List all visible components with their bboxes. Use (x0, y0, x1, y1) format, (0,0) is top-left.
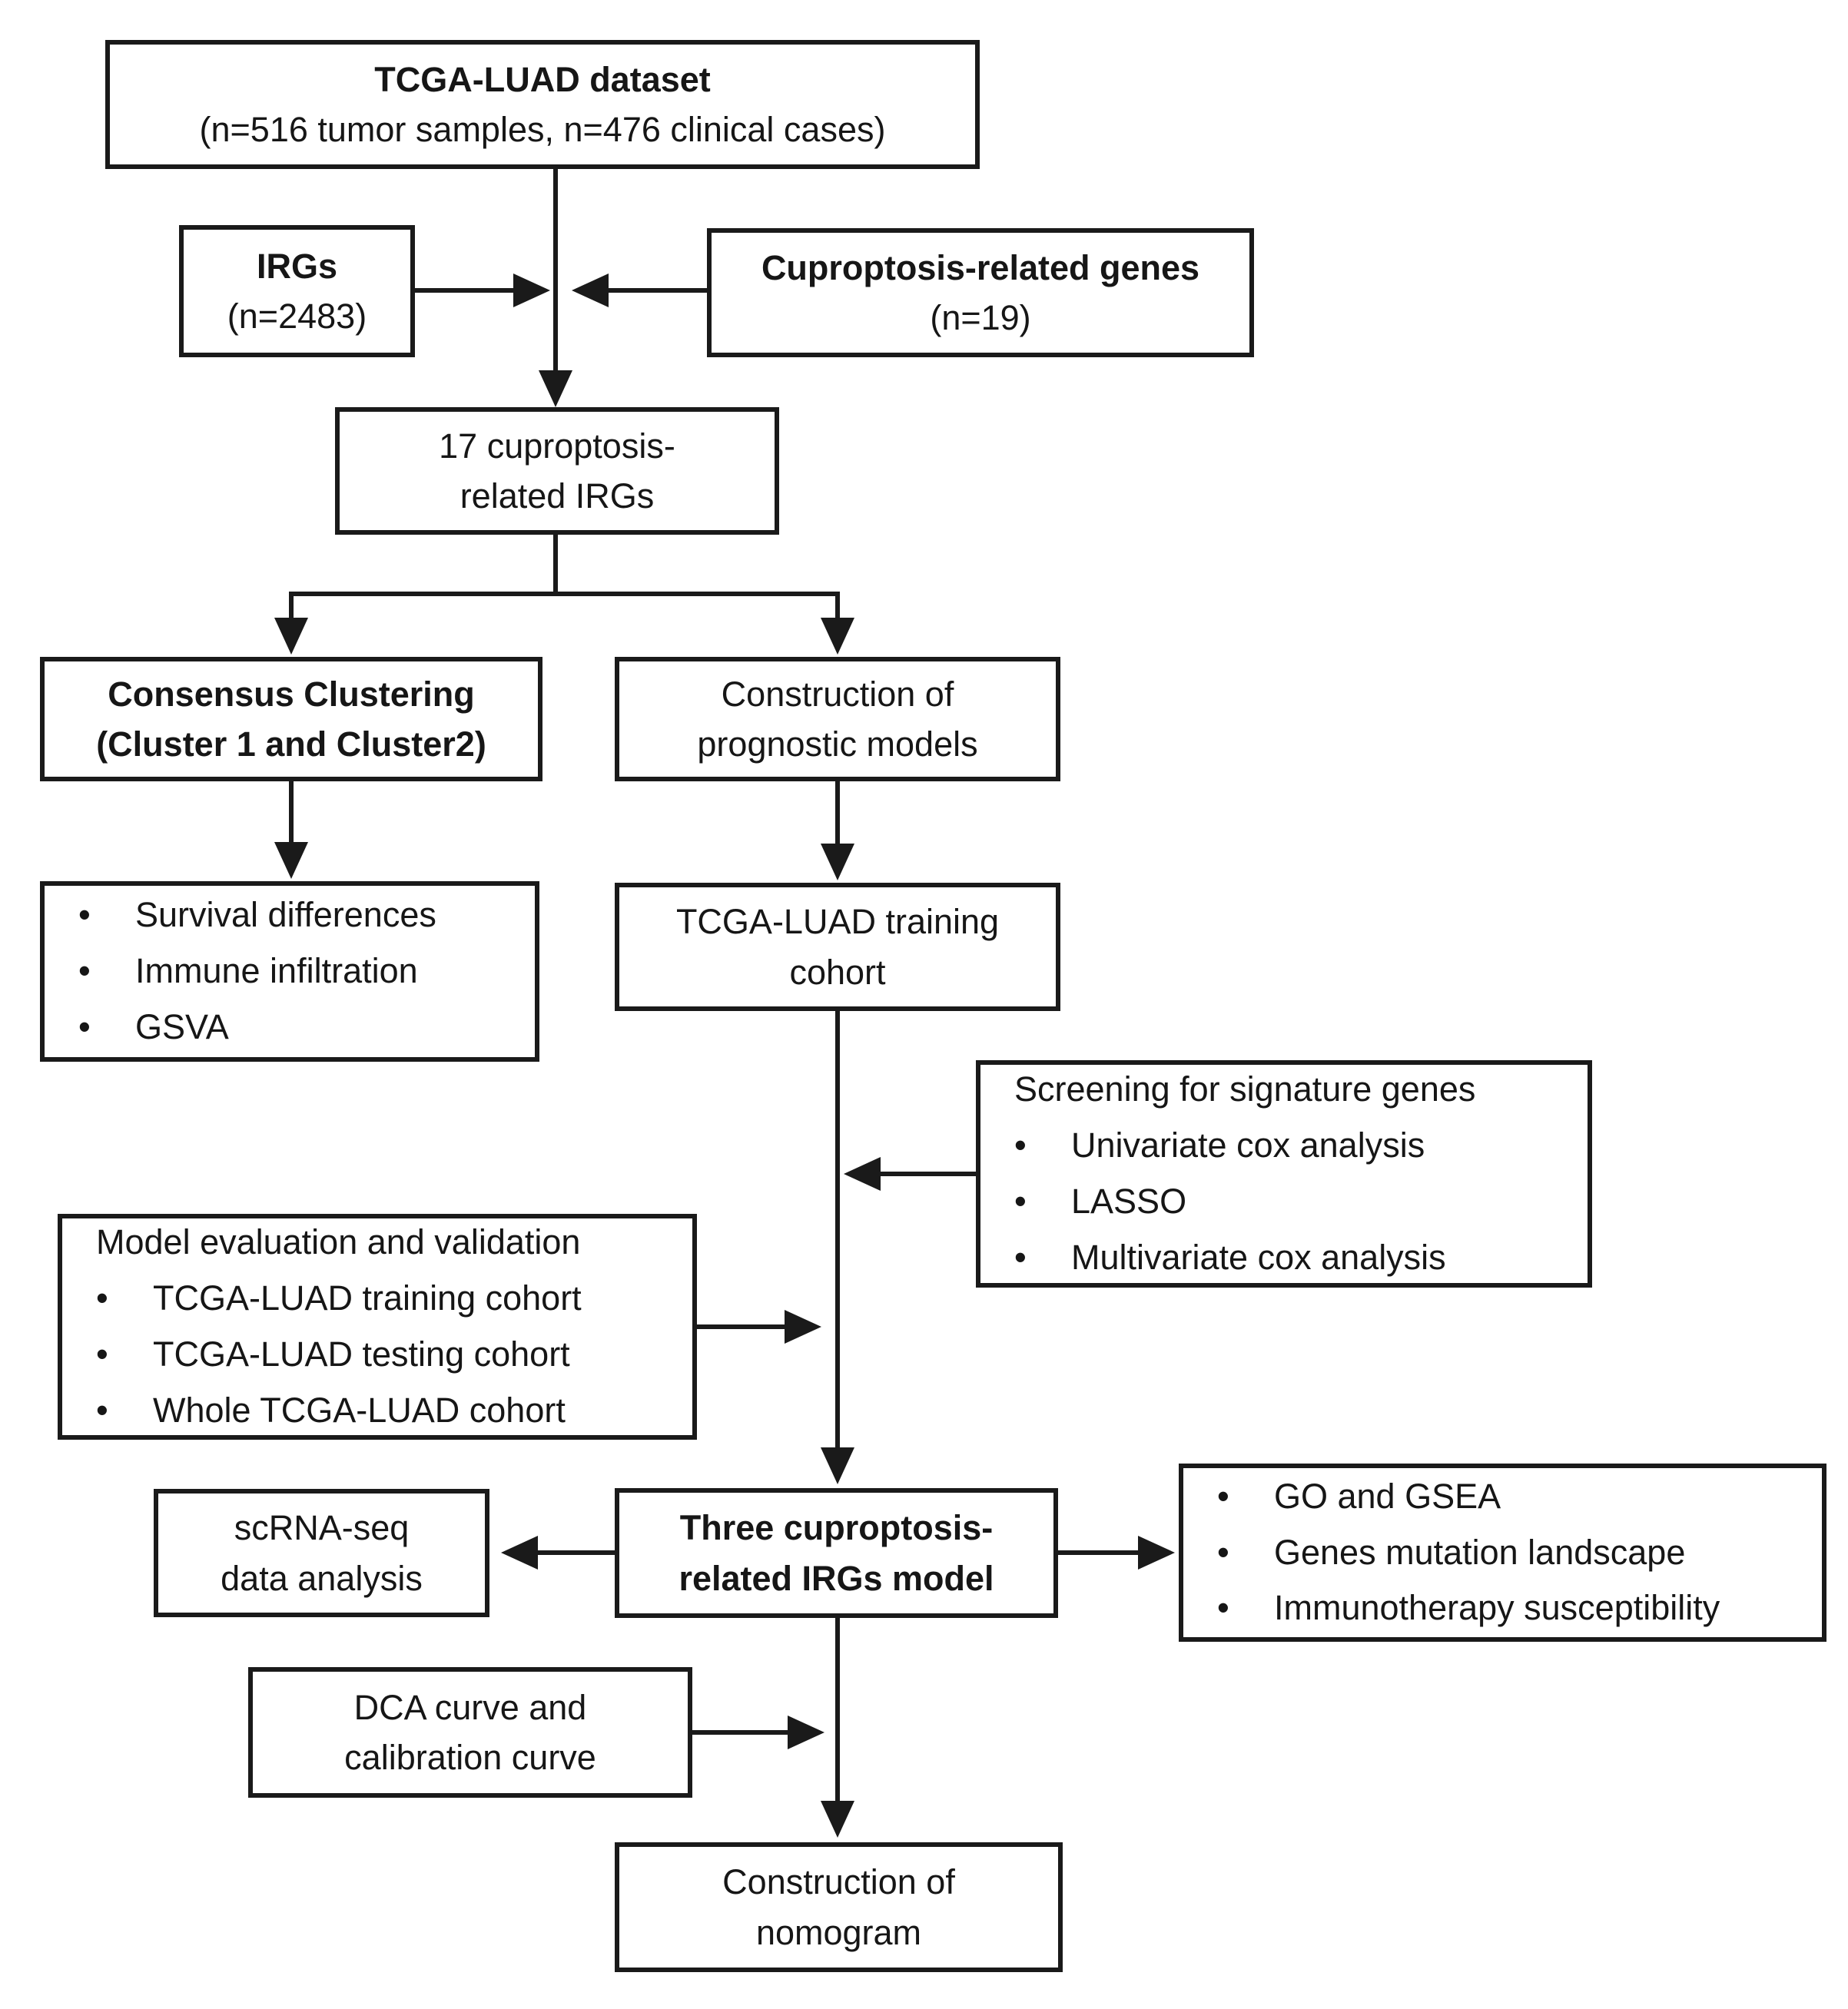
box-title: Cuproptosis-related genes (761, 247, 1200, 287)
arrowhead-down-training (821, 844, 854, 880)
box-title: Screening for signature genes (1014, 1069, 1476, 1109)
connector-dca-to-spine (692, 1730, 789, 1735)
connector-model-to-downstream (1058, 1550, 1140, 1555)
box-text: Construction of prognostic models (697, 674, 978, 764)
list-item: Multivariate cox analysis (980, 1230, 1446, 1286)
box-title: Model evaluation and validation (96, 1222, 581, 1262)
box-dca-calibration-curve: DCA curve and calibration curve (248, 1667, 692, 1798)
list-item: GO and GSEA (1183, 1469, 1720, 1525)
box-three-cuproptosis-irgs-model: Three cuproptosis- related IRGs model (615, 1488, 1058, 1618)
box-tcga-luad-training-cohort: TCGA-LUAD training cohort (615, 883, 1060, 1011)
box-text: Construction of nomogram (722, 1862, 955, 1952)
list-item: LASSO (980, 1174, 1446, 1230)
box-text: Three cuproptosis- related IRGs model (678, 1508, 994, 1598)
box-subtitle: (n=2483) (227, 297, 367, 336)
arrowhead-right-irgs (513, 274, 550, 307)
box-text: 17 cuproptosis- related IRGs (439, 426, 675, 516)
arrowhead-down-consensus (274, 618, 308, 655)
connector-screening-to-spine (881, 1172, 976, 1176)
box-text: Consensus Clustering (Cluster 1 and Clus… (96, 674, 486, 764)
list-item: Survival differences (45, 887, 436, 943)
box-text: TCGA-LUAD training cohort (675, 902, 1000, 992)
connector-branch-left-drop (289, 592, 294, 621)
connector-branch-right-drop (835, 592, 840, 621)
arrowhead-right-dca (788, 1716, 824, 1749)
box-cluster-analyses: Survival differences Immune infiltration… (40, 881, 539, 1062)
connector-model-to-nomogram (835, 1618, 840, 1804)
connector-dataset-to-irgs17 (553, 167, 558, 373)
box-construction-prognostic-models: Construction of prognostic models (615, 657, 1060, 781)
bullet-list: Univariate cox analysis LASSO Multivaria… (980, 1118, 1446, 1286)
box-text: scRNA-seq data analysis (221, 1508, 423, 1598)
box-subtitle: (n=516 tumor samples, n=476 clinical cas… (199, 110, 886, 149)
box-title: IRGs (256, 246, 338, 286)
arrowhead-down-nomogram (821, 1801, 854, 1838)
box-construction-nomogram: Construction of nomogram (615, 1842, 1063, 1972)
connector-evaluation-to-spine (697, 1324, 786, 1329)
box-irgs: IRGs (n=2483) (179, 225, 415, 357)
arrowhead-left-scrna (501, 1536, 538, 1570)
arrowhead-left-screening (844, 1157, 881, 1191)
box-model-evaluation-validation: Model evaluation and validation TCGA-LUA… (58, 1214, 697, 1440)
box-tcga-luad-dataset: TCGA-LUAD dataset (n=516 tumor samples, … (105, 40, 980, 169)
bullet-list: TCGA-LUAD training cohort TCGA-LUAD test… (62, 1271, 582, 1439)
box-17-cuproptosis-related-irgs: 17 cuproptosis- related IRGs (335, 407, 779, 535)
arrowhead-down-irgs-model (821, 1447, 854, 1484)
arrowhead-down-irgs17 (539, 370, 572, 407)
box-text: DCA curve and calibration curve (344, 1687, 596, 1777)
connector-irgs-to-stem (415, 288, 515, 293)
bullet-list: Survival differences Immune infiltration… (45, 887, 436, 1056)
connector-training-to-model-spine (835, 1011, 840, 1449)
box-cuproptosis-related-genes: Cuproptosis-related genes (n=19) (707, 228, 1254, 357)
connector-irgs17-stem (553, 535, 558, 596)
arrowhead-down-analyses (274, 842, 308, 879)
arrowhead-right-downstream (1138, 1536, 1175, 1570)
list-item: Whole TCGA-LUAD cohort (62, 1383, 582, 1439)
list-item: Univariate cox analysis (980, 1118, 1446, 1174)
list-item: TCGA-LUAD testing cohort (62, 1327, 582, 1383)
list-item: Genes mutation landscape (1183, 1525, 1720, 1581)
box-title: TCGA-LUAD dataset (374, 59, 711, 99)
list-item: GSVA (45, 1000, 436, 1056)
list-item: Immune infiltration (45, 943, 436, 1000)
arrowhead-left-cuproptosis (572, 274, 609, 307)
connector-branch-split (289, 592, 840, 596)
connector-consensus-to-analyses (289, 781, 294, 844)
connector-model-to-scrna (538, 1550, 615, 1555)
arrowhead-right-evaluation (785, 1310, 821, 1344)
box-subtitle: (n=19) (930, 298, 1031, 337)
arrowhead-down-prognostic (821, 618, 854, 655)
box-screening-signature-genes: Screening for signature genes Univariate… (976, 1060, 1592, 1288)
box-model-downstream-analyses: GO and GSEA Genes mutation landscape Imm… (1179, 1464, 1826, 1642)
list-item: TCGA-LUAD training cohort (62, 1271, 582, 1327)
bullet-list: GO and GSEA Genes mutation landscape Imm… (1183, 1469, 1720, 1637)
box-scrna-seq-analysis: scRNA-seq data analysis (154, 1489, 489, 1617)
connector-prognostic-to-training (835, 781, 840, 846)
list-item: Immunotherapy susceptibility (1183, 1580, 1720, 1636)
box-consensus-clustering: Consensus Clustering (Cluster 1 and Clus… (40, 657, 542, 781)
connector-cuproptosis-to-stem (607, 288, 707, 293)
